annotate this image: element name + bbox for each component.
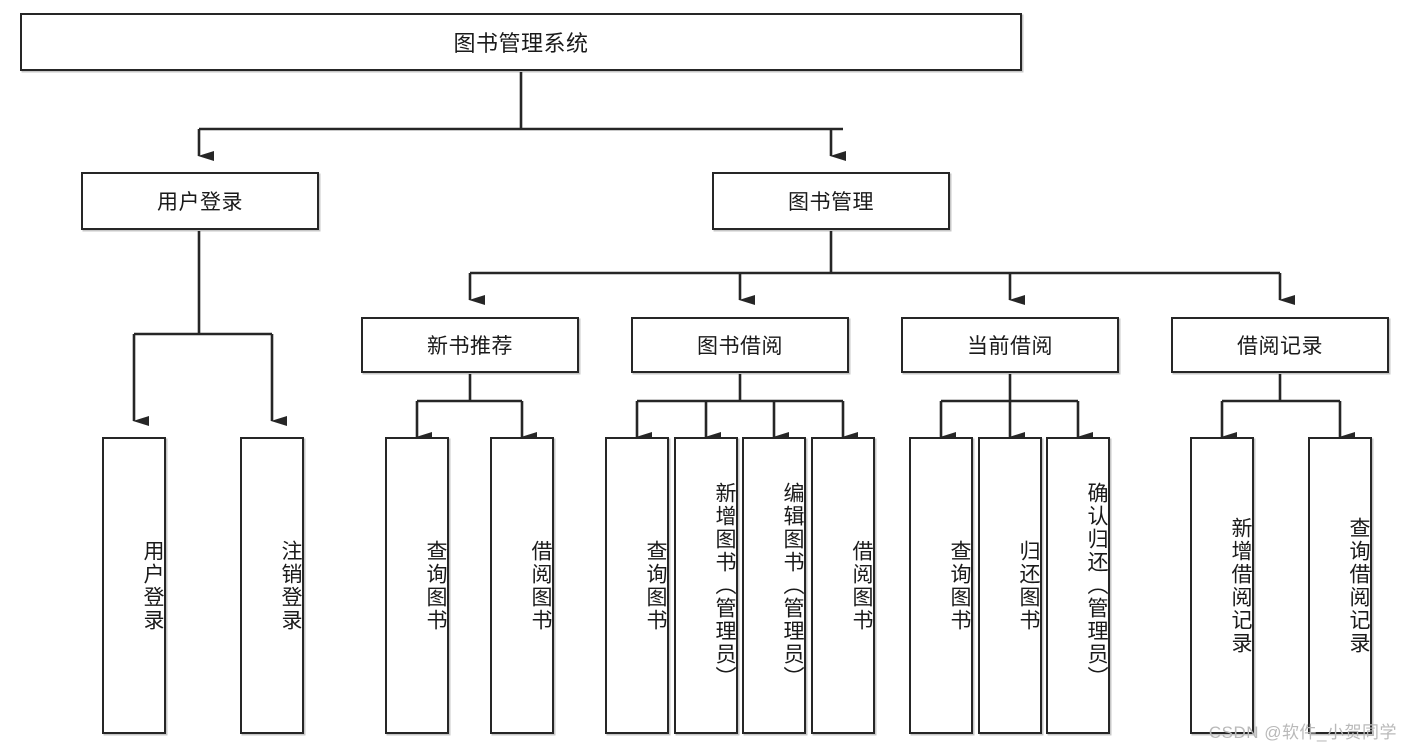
leaf-current-borrow-confirm[interactable]: 确认归还（管理员）	[1046, 437, 1110, 734]
leaf-current-borrow-query[interactable]: 查询图书	[909, 437, 973, 734]
node-borrow-record[interactable]: 借阅记录	[1171, 317, 1389, 373]
leaf-label: 归还图书	[1017, 539, 1040, 632]
leaf-new-book-query[interactable]: 查询图书	[385, 437, 449, 734]
leaf-new-book-borrow[interactable]: 借阅图书	[490, 437, 554, 734]
leaf-current-borrow-return[interactable]: 归还图书	[978, 437, 1042, 734]
node-new-book-recommend[interactable]: 新书推荐	[361, 317, 579, 373]
node-book-manage[interactable]: 图书管理	[712, 172, 950, 230]
node-borrow-record-label: 借阅记录	[1237, 335, 1323, 358]
node-root[interactable]: 图书管理系统	[20, 13, 1022, 71]
leaf-label: 查询借阅记录	[1347, 516, 1370, 655]
node-book-manage-label: 图书管理	[788, 191, 874, 214]
leaf-user-login-login[interactable]: 用户登录	[102, 437, 166, 734]
node-current-borrow[interactable]: 当前借阅	[901, 317, 1119, 373]
leaf-book-borrow-query[interactable]: 查询图书	[605, 437, 669, 734]
leaf-label: 借阅图书	[850, 539, 873, 632]
node-new-book-recommend-label: 新书推荐	[427, 335, 513, 358]
leaf-borrow-record-query[interactable]: 查询借阅记录	[1308, 437, 1372, 734]
leaf-book-borrow-borrow[interactable]: 借阅图书	[811, 437, 875, 734]
leaf-user-login-logout[interactable]: 注销登录	[240, 437, 304, 734]
leaf-label: 查询图书	[424, 539, 447, 632]
node-book-borrow[interactable]: 图书借阅	[631, 317, 849, 373]
node-book-borrow-label: 图书借阅	[697, 335, 783, 358]
node-user-login[interactable]: 用户登录	[81, 172, 319, 230]
leaf-book-borrow-add[interactable]: 新增图书（管理员）	[674, 437, 738, 734]
leaf-label: 新增图书（管理员）	[713, 482, 736, 689]
leaf-label: 确认归还（管理员）	[1085, 482, 1108, 689]
leaf-borrow-record-add[interactable]: 新增借阅记录	[1190, 437, 1254, 734]
leaf-label: 查询图书	[644, 539, 667, 632]
watermark: CSDN @软件_小贺同学	[1208, 723, 1397, 742]
node-user-login-label: 用户登录	[157, 191, 243, 214]
node-current-borrow-label: 当前借阅	[967, 335, 1053, 358]
leaf-label: 查询图书	[948, 539, 971, 632]
leaf-book-borrow-edit[interactable]: 编辑图书（管理员）	[742, 437, 806, 734]
leaf-label: 注销登录	[279, 539, 302, 632]
leaf-label: 用户登录	[141, 539, 164, 632]
leaf-label: 借阅图书	[529, 539, 552, 632]
node-root-label: 图书管理系统	[453, 31, 589, 56]
leaf-label: 新增借阅记录	[1229, 516, 1252, 655]
leaf-label: 编辑图书（管理员）	[781, 482, 804, 689]
